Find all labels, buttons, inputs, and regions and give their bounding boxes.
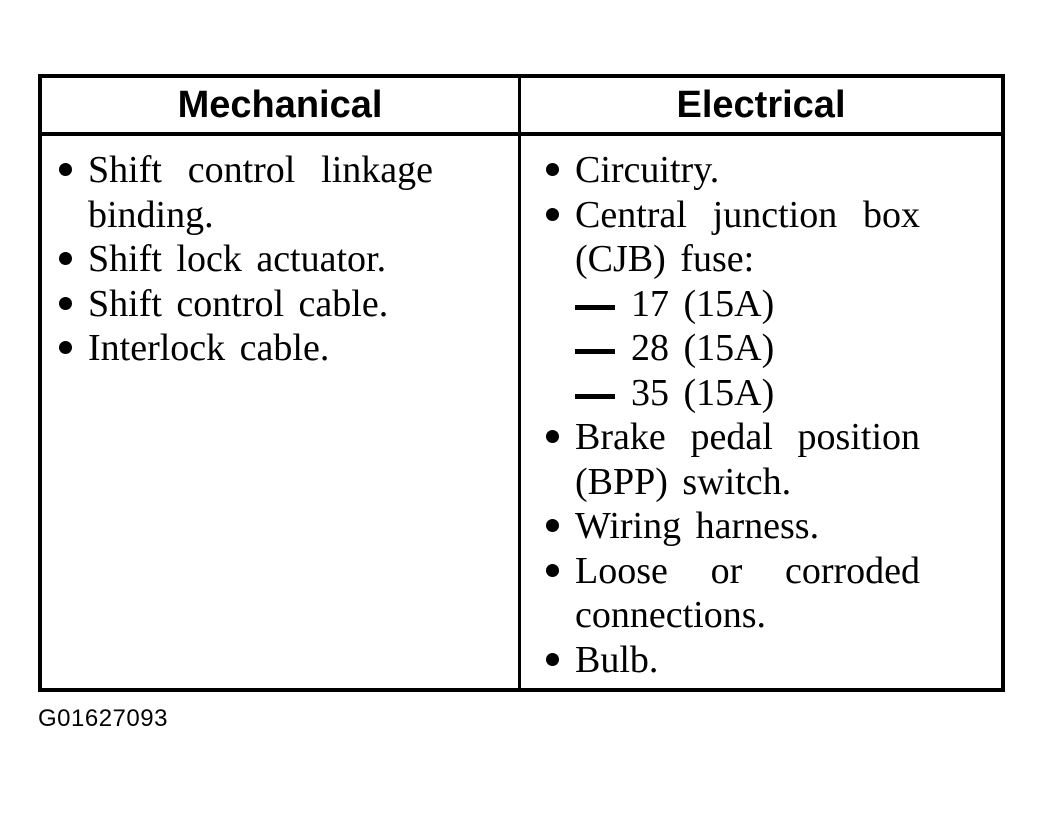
cause-item: Wiring harness. bbox=[545, 504, 923, 549]
mechanical-causes-cell: Shift control linkage binding.Shift lock… bbox=[42, 136, 521, 688]
column-header-electrical: Electrical bbox=[676, 84, 846, 126]
fuse-sub-item: 17 (15A) bbox=[575, 282, 923, 327]
cause-item: Shift control linkage binding. bbox=[58, 148, 436, 237]
cause-item: Brake pedal position (BPP) switch. bbox=[545, 415, 923, 504]
cause-text: Interlock cable. bbox=[88, 327, 330, 369]
cause-text: Shift control linkage binding. bbox=[88, 149, 433, 236]
cause-item: Shift lock actuator. bbox=[58, 237, 436, 282]
electrical-causes-list: Circuitry.Central junction box (CJB) fus… bbox=[545, 148, 1001, 682]
cause-item: Central junction box (CJB) fuse:17 (15A)… bbox=[545, 193, 923, 416]
cause-item: Interlock cable. bbox=[58, 326, 436, 371]
cause-item: Shift control cable. bbox=[58, 282, 436, 327]
cause-item: Bulb. bbox=[545, 638, 923, 683]
cause-item: Circuitry. bbox=[545, 148, 923, 193]
cause-text: Circuitry. bbox=[575, 149, 720, 191]
cause-text: Loose or corroded connections. bbox=[575, 549, 920, 637]
cause-text: Brake pedal position (BPP) switch. bbox=[575, 416, 920, 503]
cause-text: Shift control cable. bbox=[88, 282, 389, 325]
cause-text: Shift lock actuator. bbox=[88, 238, 387, 280]
column-header-mechanical: Mechanical bbox=[42, 78, 521, 132]
cause-text: Central junction box (CJB) fuse: bbox=[575, 193, 920, 281]
cause-item: Loose or corroded connections. bbox=[545, 549, 923, 638]
table-body-row: Shift control linkage binding.Shift lock… bbox=[42, 136, 1001, 688]
electrical-causes-cell: Circuitry.Central junction box (CJB) fus… bbox=[521, 136, 1001, 688]
mechanical-causes-list: Shift control linkage binding.Shift lock… bbox=[58, 148, 518, 371]
dash-icon bbox=[575, 349, 615, 354]
figure-id-caption: G01627093 bbox=[38, 705, 168, 732]
dash-icon bbox=[575, 393, 615, 399]
cause-text: Bulb. bbox=[575, 638, 659, 681]
dash-icon bbox=[575, 304, 615, 310]
fuse-sub-item: 35 (15A) bbox=[575, 371, 923, 416]
table-header-row: Mechanical Electrical bbox=[42, 78, 1001, 136]
cause-text: Wiring harness. bbox=[575, 505, 820, 547]
fuse-sub-item: 28 (15A) bbox=[575, 326, 923, 371]
diagnosis-table: Mechanical Electrical Shift control link… bbox=[38, 74, 1005, 692]
